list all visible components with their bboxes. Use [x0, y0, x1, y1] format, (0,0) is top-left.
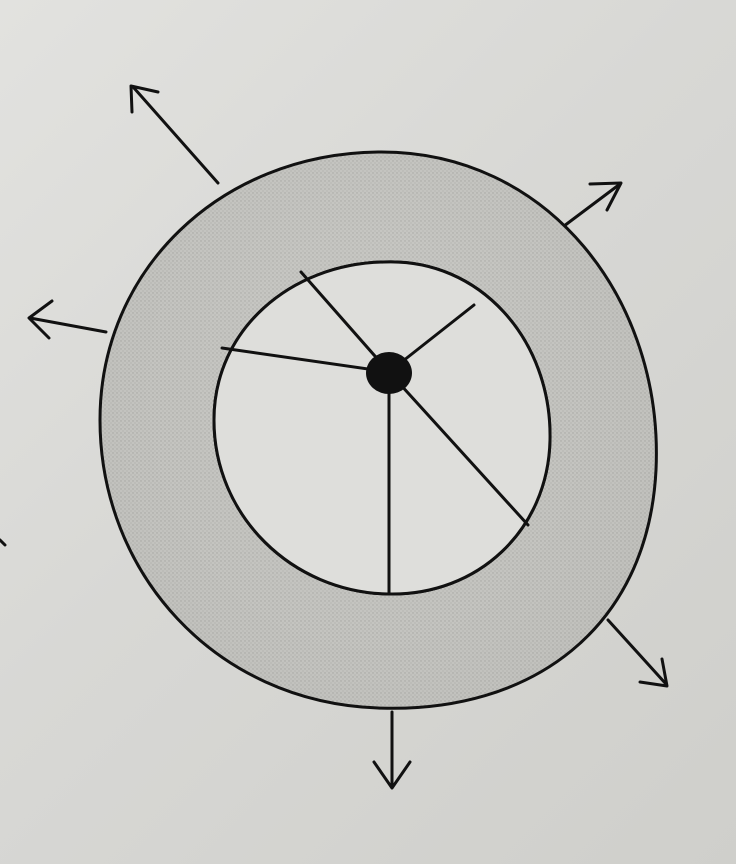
center-hub — [366, 352, 412, 394]
outward-arrow-left — [27, 299, 108, 340]
spoke-upper-left — [299, 270, 391, 374]
outward-arrow-lower-right — [606, 618, 669, 688]
spoke-lower-right — [387, 370, 530, 527]
outward-arrow-left-edge-fragment — [0, 538, 7, 547]
outward-arrow-upper-left — [129, 84, 220, 185]
outward-arrow-bottom — [372, 710, 412, 790]
spoke-left — [220, 346, 391, 374]
